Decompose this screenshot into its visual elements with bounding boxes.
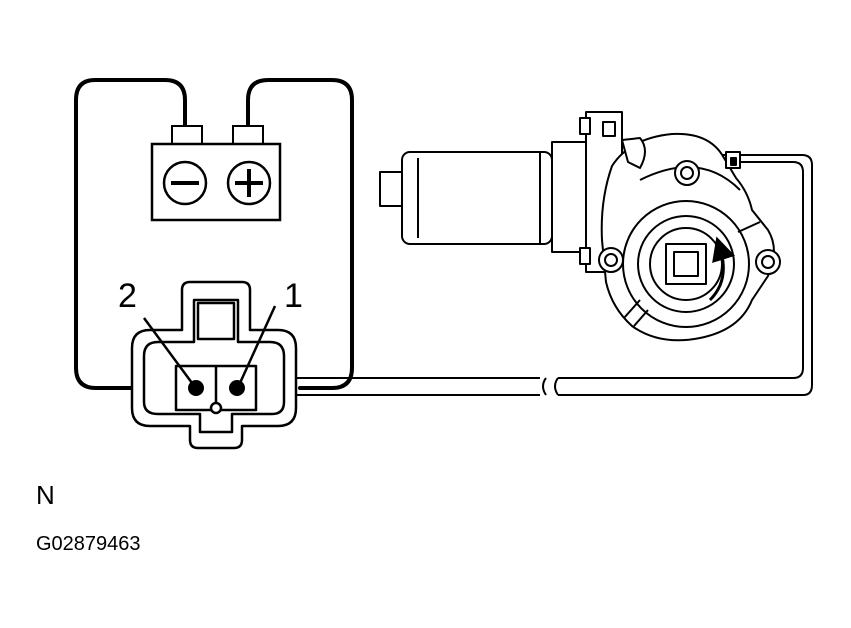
plus-icon: [226, 160, 272, 206]
orientation-letter: N: [36, 480, 55, 510]
wire-harness: [296, 154, 813, 396]
pin-2-terminal: [188, 380, 204, 396]
motor-connector: [130, 280, 298, 450]
clockwise-arrow-icon: [708, 236, 736, 302]
motor-can: [401, 151, 553, 245]
motor-end-cap: [379, 171, 403, 207]
battery-terminal-positive: [232, 125, 264, 145]
figure-id: G02879463: [36, 533, 141, 555]
pin-1-label: 1: [284, 277, 303, 315]
battery-terminal-negative: [171, 125, 203, 145]
power-window-motor: [379, 111, 781, 342]
output-shaft: [665, 243, 707, 285]
battery: [150, 125, 282, 222]
connector-lock-tab: [196, 301, 236, 341]
connector-key: [209, 401, 223, 415]
pin-2-label: 2: [118, 277, 137, 315]
pin-1-terminal: [229, 380, 245, 396]
minus-icon: [162, 160, 208, 206]
test-lead-loop: [74, 78, 354, 390]
pin-leader-lines: [142, 305, 277, 384]
